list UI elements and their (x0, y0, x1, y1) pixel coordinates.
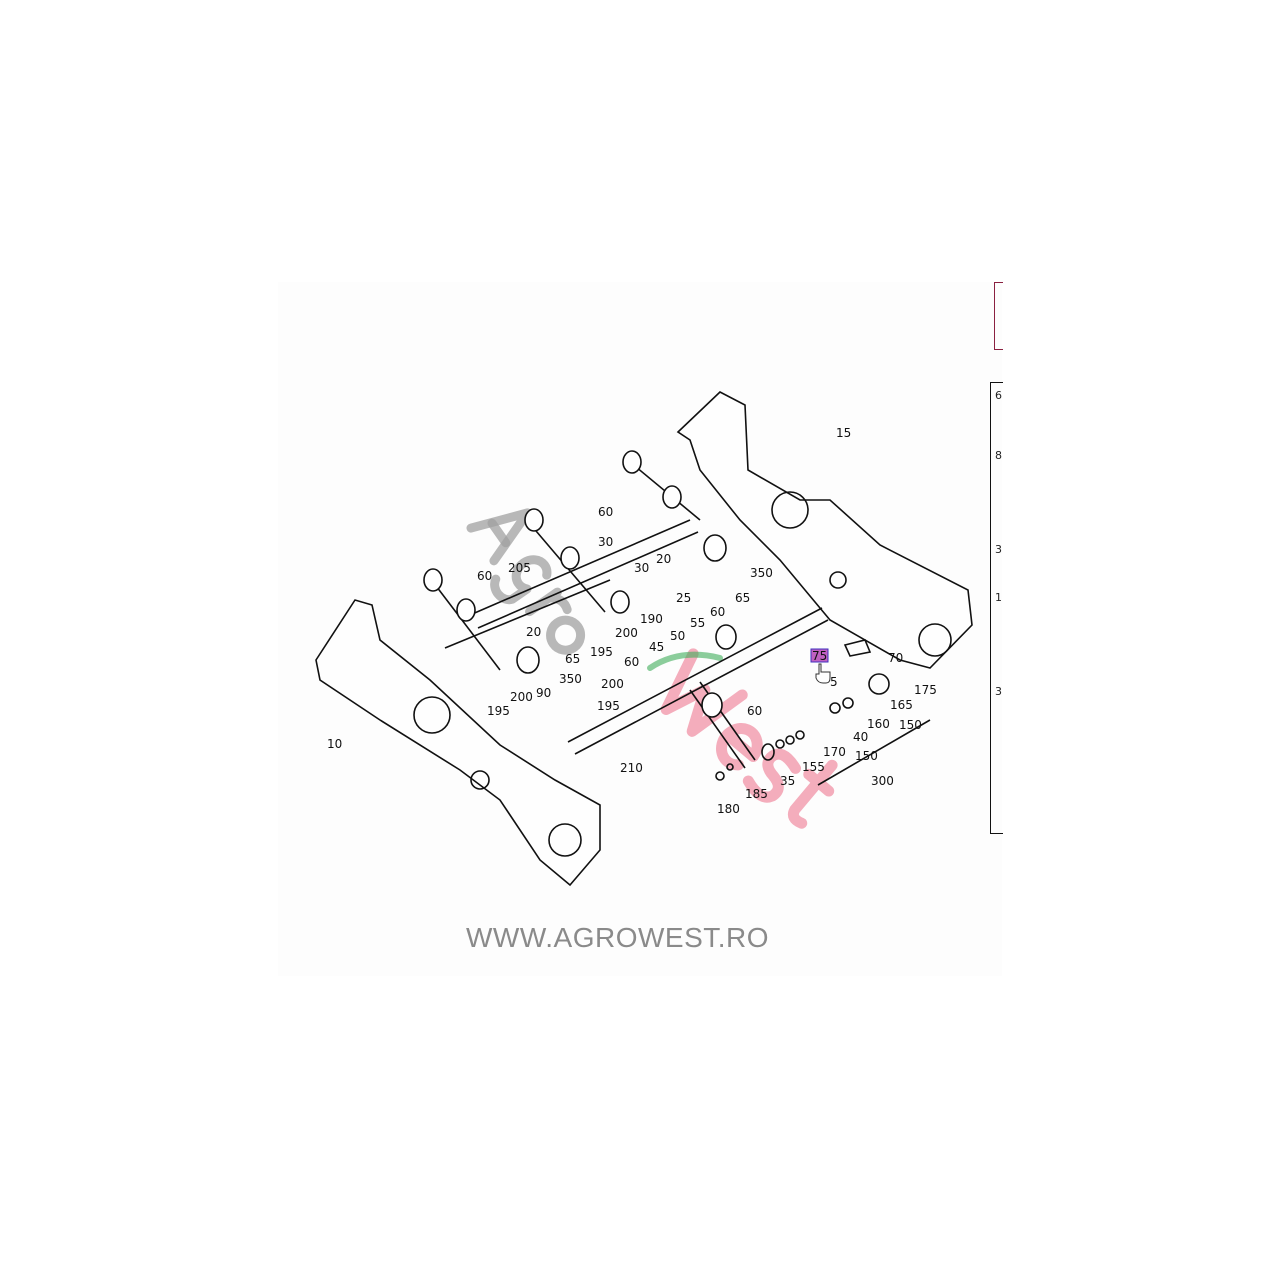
part-label-5: 5 (830, 675, 838, 689)
watermark-agro (466, 508, 586, 655)
part-label-180: 180 (717, 802, 740, 816)
part-label-65: 65 (735, 591, 750, 605)
part-label-60: 60 (624, 655, 639, 669)
part-label-350: 350 (559, 672, 582, 686)
side-table-cell: 3 (995, 685, 1002, 698)
part-label-195: 195 (590, 645, 613, 659)
part-labels: 15 60 30 20 350 205 60 30 25 65 60 55 190 50 45 200 20 65… (327, 426, 937, 816)
watermark-green-swoosh (647, 651, 723, 671)
part-label-15: 15 (836, 426, 851, 440)
part-label-155: 155 (802, 760, 825, 774)
part-label-20: 20 (526, 625, 541, 639)
part-label-75[interactable]: 75 (812, 649, 827, 663)
footer-url[interactable]: WWW.AGROWEST.RO (466, 922, 770, 953)
part-label-55: 55 (690, 616, 705, 630)
part-label-60: 60 (710, 605, 725, 619)
part-label-60: 60 (477, 569, 492, 583)
part-label-160: 160 (867, 717, 890, 731)
part-label-10: 10 (327, 737, 342, 751)
part-label-70: 70 (888, 651, 903, 665)
part-label-45: 45 (649, 640, 664, 654)
part-label-20: 20 (656, 552, 671, 566)
part-label-205: 205 (508, 561, 531, 575)
side-panel-box (994, 282, 1003, 350)
part-label-210: 210 (620, 761, 643, 775)
part-label-300: 300 (871, 774, 894, 788)
part-label-150: 150 (855, 749, 878, 763)
part-label-40: 40 (853, 730, 868, 744)
part-label-30: 30 (634, 561, 649, 575)
part-label-195: 195 (487, 704, 510, 718)
side-table-cell: 6 (995, 389, 1002, 402)
part-label-350: 350 (750, 566, 773, 580)
side-table: 6 8 3 1 3 (990, 382, 1003, 834)
part-label-25: 25 (676, 591, 691, 605)
frame-drawing (315, 391, 973, 887)
part-label-65: 65 (565, 652, 580, 666)
part-label-60: 60 (598, 505, 613, 519)
part-label-60: 60 (747, 704, 762, 718)
part-label-150: 150 (899, 718, 922, 732)
part-label-200: 200 (615, 626, 638, 640)
part-label-50: 50 (670, 629, 685, 643)
part-label-195: 195 (597, 699, 620, 713)
part-label-165: 165 (890, 698, 913, 712)
hand-cursor-icon (815, 663, 831, 684)
side-table-cell: 8 (995, 449, 1002, 462)
part-label-175: 175 (914, 683, 937, 697)
side-table-cell: 1 (995, 591, 1002, 604)
part-label-200: 200 (510, 690, 533, 704)
part-label-90: 90 (536, 686, 551, 700)
part-label-35: 35 (780, 774, 795, 788)
part-label-30: 30 (598, 535, 613, 549)
side-table-cell: 3 (995, 543, 1002, 556)
side-plate-15 (676, 391, 973, 669)
part-label-185: 185 (745, 787, 768, 801)
side-plate-10 (315, 599, 601, 887)
part-label-170: 170 (823, 745, 846, 759)
highlight-box-75 (810, 648, 829, 663)
part-label-190: 190 (640, 612, 663, 626)
part-label-200: 200 (601, 677, 624, 691)
